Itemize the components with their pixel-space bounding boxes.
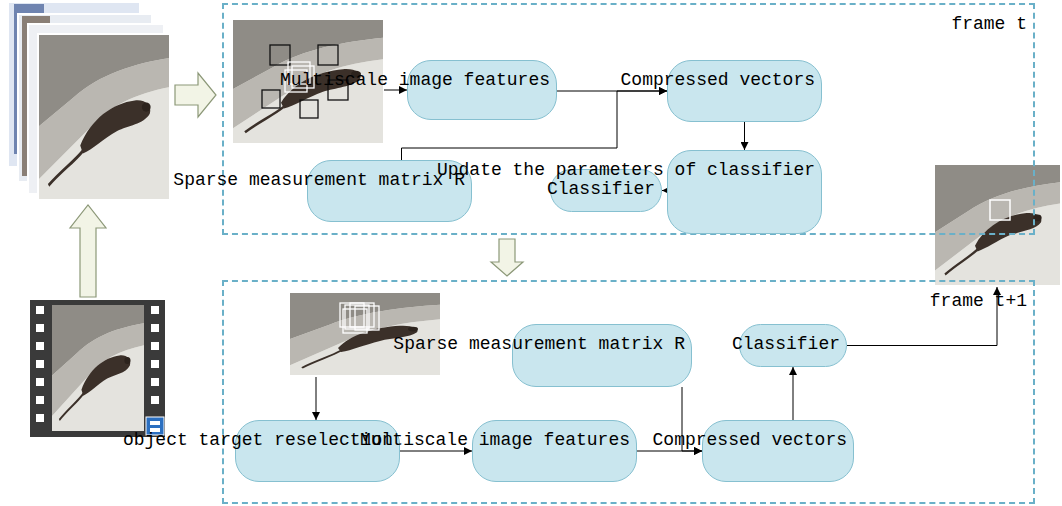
node-label: Compressed vectors: [621, 70, 815, 91]
node-label: Multiscale image features: [360, 430, 630, 451]
film-icon: [36, 378, 44, 386]
film-icon: [151, 324, 159, 332]
panel-title: frame t+1: [930, 291, 1027, 311]
film-icon: [150, 421, 160, 425]
film-icon: [30, 300, 165, 437]
film-icon: [151, 360, 159, 368]
film-icon: [36, 342, 44, 350]
flow-arrow: [744, 122, 745, 150]
tracking-image: [318, 45, 338, 65]
process-box: Compressed vectors: [667, 60, 822, 122]
block-arrow: [70, 205, 106, 297]
process-box: Update the parameters of classifier: [667, 150, 822, 234]
film-icon: [36, 414, 44, 422]
tracking-image: [340, 303, 379, 333]
node-label: Classifier: [547, 179, 655, 200]
video-frames-stack: [8, 2, 170, 200]
node-label: Update the parameters of classifier: [437, 160, 815, 181]
film-icon: [36, 306, 44, 314]
video-frame: [38, 34, 170, 200]
flow-arrow: [400, 451, 472, 452]
result-image: [990, 200, 1010, 220]
film-icon: [151, 306, 159, 314]
node-label: Sparse measurement matrix R: [393, 334, 685, 355]
node-label: object target reselection: [123, 430, 393, 451]
film-icon: [151, 396, 159, 404]
tracking-image: [300, 100, 318, 118]
node-label: Compressed vectors: [653, 430, 847, 451]
process-box: Classifier: [739, 324, 847, 367]
leader-arrow: [316, 90, 997, 420]
process-box: Multiscale image features: [407, 60, 557, 120]
process-box: Multiscale image features: [472, 420, 637, 482]
video-frame: [38, 34, 170, 200]
block-arrow: [175, 73, 216, 117]
block-arrow: [491, 239, 523, 276]
film-icon: [151, 378, 159, 386]
process-box: Compressed vectors: [702, 420, 854, 482]
leader-arrow: [316, 377, 317, 420]
process-box: Sparse measurement matrix R: [512, 324, 692, 387]
frame-panel: frame t Multiscale image features Compress…: [222, 3, 1035, 235]
tracking-image: [270, 45, 290, 65]
film-icon: [52, 305, 144, 431]
film-icon: [36, 396, 44, 404]
node-label: Sparse measurement matrix R: [173, 170, 465, 191]
tracking-image: [343, 309, 367, 333]
flow-arrow: [793, 367, 794, 420]
node-label: Classifier: [732, 334, 840, 355]
film-icon: [36, 324, 44, 332]
node-label: Multiscale image features: [280, 70, 550, 91]
result-image: [935, 165, 1060, 285]
film-icon: [36, 360, 44, 368]
tracking-image: [262, 90, 280, 108]
result-image: [935, 165, 1060, 285]
frame-panel: frame t+1 object target reselection Sparse…: [222, 280, 1035, 504]
process-box: object target reselection: [235, 420, 400, 482]
panel-title: frame t: [951, 14, 1027, 34]
film-icon: [30, 300, 165, 437]
film-icon: [151, 342, 159, 350]
